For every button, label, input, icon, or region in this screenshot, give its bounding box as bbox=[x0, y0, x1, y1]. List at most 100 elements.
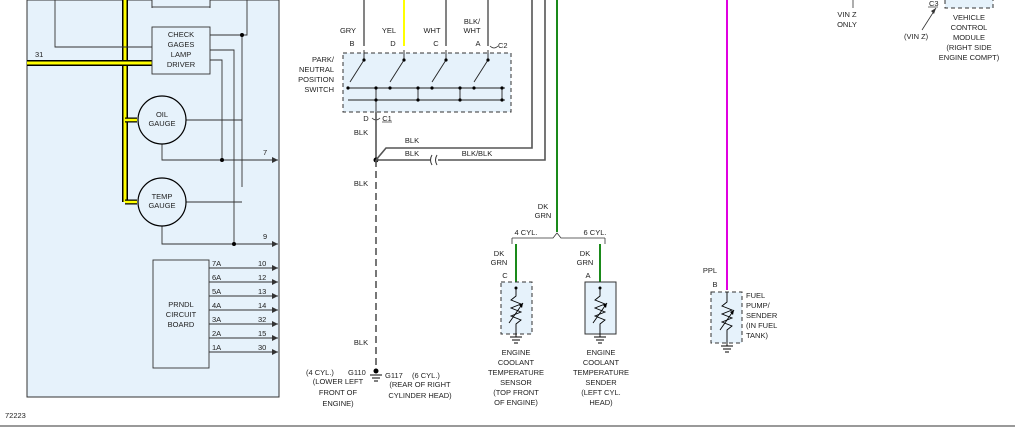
svg-text:32: 32 bbox=[258, 315, 266, 324]
svg-text:7A: 7A bbox=[212, 259, 221, 268]
prndl-row: 3A 32 bbox=[209, 315, 278, 327]
svg-text:10: 10 bbox=[258, 259, 266, 268]
svg-text:SENDER: SENDER bbox=[746, 311, 778, 320]
coolant-temp-sensor bbox=[500, 281, 533, 344]
svg-text:GAUGE: GAUGE bbox=[148, 119, 175, 128]
svg-text:15: 15 bbox=[258, 329, 266, 338]
prndl-row: 6A 12 bbox=[209, 273, 278, 285]
svg-text:2A: 2A bbox=[212, 329, 221, 338]
vcm-box bbox=[944, 0, 994, 9]
figure-id: 72223 bbox=[5, 411, 26, 420]
svg-text:(LEFT CYL.: (LEFT CYL. bbox=[581, 388, 620, 397]
switch-name-line3: POSITION bbox=[298, 75, 334, 84]
svg-text:12: 12 bbox=[258, 273, 266, 282]
svg-text:COOLANT: COOLANT bbox=[583, 358, 620, 367]
cyl4-label: 4 CYL. bbox=[515, 228, 538, 237]
g117-desc-1: (REAR OF RIGHT bbox=[389, 380, 451, 389]
connector-c2-label: C2 bbox=[498, 41, 508, 50]
svg-text:HEAD): HEAD) bbox=[589, 398, 613, 407]
prndl-row: 2A 15 bbox=[209, 329, 278, 341]
prndl-row: 7A 10 bbox=[209, 259, 278, 271]
sender-wire-2: GRN bbox=[577, 258, 594, 267]
vin-z-label: (VIN Z) bbox=[904, 32, 929, 41]
sender-wire-1: DK bbox=[580, 249, 590, 258]
svg-text:TEMPERATURE: TEMPERATURE bbox=[573, 368, 629, 377]
svg-text:30: 30 bbox=[258, 343, 266, 352]
svg-text:LAMP: LAMP bbox=[171, 50, 191, 59]
svg-text:COOLANT: COOLANT bbox=[498, 358, 535, 367]
fuel-pump-label: FUEL PUMP/ SENDER (IN FUEL TANK) bbox=[746, 291, 778, 340]
svg-text:OIL: OIL bbox=[156, 110, 168, 119]
prndl-circuit-board: PRNDL CIRCUIT BOARD bbox=[152, 259, 210, 369]
wire-color-blkwht-2: WHT bbox=[463, 26, 480, 35]
g117-desc-2: CYLINDER HEAD) bbox=[388, 391, 452, 400]
svg-text:5A: 5A bbox=[212, 287, 221, 296]
svg-text:SENSOR: SENSOR bbox=[500, 378, 532, 387]
wire-color-gry: GRY bbox=[340, 26, 356, 35]
svg-text:MODULE: MODULE bbox=[953, 33, 985, 42]
svg-text:SENDER: SENDER bbox=[585, 378, 617, 387]
pin-7-label: 7 bbox=[263, 148, 267, 157]
svg-text:TEMPERATURE: TEMPERATURE bbox=[488, 368, 544, 377]
wire-color-blkwht: BLK/ bbox=[464, 17, 481, 26]
g117-label: G117 bbox=[385, 371, 403, 380]
pin-b-label: B bbox=[349, 39, 354, 48]
coolant-temp-sender bbox=[584, 281, 617, 344]
svg-text:BOARD: BOARD bbox=[168, 320, 195, 329]
svg-text:3A: 3A bbox=[212, 315, 221, 324]
prndl-row: 4A 14 bbox=[209, 301, 278, 313]
g110-desc-2: FRONT OF bbox=[319, 388, 358, 397]
svg-text:TEMP: TEMP bbox=[152, 192, 173, 201]
g110-desc-1: (LOWER LEFT bbox=[313, 377, 364, 386]
g110-desc-3: ENGINE) bbox=[322, 399, 354, 408]
switch-name-line1: PARK/ bbox=[312, 55, 335, 64]
connector-c1-label: C1 bbox=[382, 114, 392, 123]
cyl6-label: 6 CYL. bbox=[584, 228, 607, 237]
dk-grn-top-2: GRN bbox=[535, 211, 552, 220]
svg-text:ENGINE: ENGINE bbox=[502, 348, 531, 357]
svg-text:6A: 6A bbox=[212, 273, 221, 282]
svg-text:DRIVER: DRIVER bbox=[167, 60, 196, 69]
svg-text:13: 13 bbox=[258, 287, 266, 296]
pin-9-label: 9 bbox=[263, 232, 267, 241]
svg-text:PUMP/: PUMP/ bbox=[746, 301, 771, 310]
svg-text:(IN FUEL: (IN FUEL bbox=[746, 321, 777, 330]
svg-text:ENGINE: ENGINE bbox=[587, 348, 616, 357]
vcm-connector-c3: C3 bbox=[929, 0, 939, 8]
prndl-row: 1A 30 bbox=[209, 343, 278, 355]
svg-text:14: 14 bbox=[258, 301, 266, 310]
switch-name-line2: NEUTRAL bbox=[299, 65, 334, 74]
sensor-pin-label: C bbox=[502, 271, 508, 280]
wire-color-yel: YEL bbox=[382, 26, 396, 35]
vin-z-only-1: VIN Z bbox=[837, 10, 857, 19]
svg-text:PRNDL: PRNDL bbox=[168, 300, 193, 309]
pin-d-label: D bbox=[390, 39, 396, 48]
svg-text:FUEL: FUEL bbox=[746, 291, 765, 300]
blk-return-wires bbox=[375, 0, 546, 166]
svg-text:1A: 1A bbox=[212, 343, 221, 352]
svg-text:(RIGHT SIDE: (RIGHT SIDE bbox=[946, 43, 991, 52]
prndl-row: 5A 13 bbox=[209, 287, 278, 299]
ground-symbol bbox=[370, 368, 382, 382]
oil-gauge: OIL GAUGE bbox=[137, 95, 187, 145]
sender-pin-label: A bbox=[585, 271, 590, 280]
pin-a-label: A bbox=[475, 39, 480, 48]
blk-label-2: BLK bbox=[405, 136, 419, 145]
switch-name-line4: SWITCH bbox=[304, 85, 334, 94]
svg-text:(TOP FRONT: (TOP FRONT bbox=[493, 388, 539, 397]
g110-label: G110 bbox=[348, 368, 366, 377]
coolant-sender-label: ENGINE COOLANT TEMPERATURE SENDER (LEFT … bbox=[573, 348, 629, 407]
svg-text:OF ENGINE): OF ENGINE) bbox=[494, 398, 538, 407]
blk-label-4: BLK bbox=[354, 179, 368, 188]
park-neutral-switch bbox=[342, 50, 512, 116]
svg-text:TANK): TANK) bbox=[746, 331, 768, 340]
check-gages-lamp-driver: CHECK GAGES LAMP DRIVER bbox=[151, 26, 211, 75]
vin-z-only-2: ONLY bbox=[837, 20, 857, 29]
svg-text:4A: 4A bbox=[212, 301, 221, 310]
switch-bottom-pin: D bbox=[363, 114, 369, 123]
switch-input-wires bbox=[363, 0, 489, 46]
svg-text:CIRCUIT: CIRCUIT bbox=[166, 310, 197, 319]
svg-text:ENGINE COMPT): ENGINE COMPT) bbox=[939, 53, 1000, 62]
fuel-pump-sender bbox=[710, 291, 743, 353]
sensor-wire-2: GRN bbox=[491, 258, 508, 267]
